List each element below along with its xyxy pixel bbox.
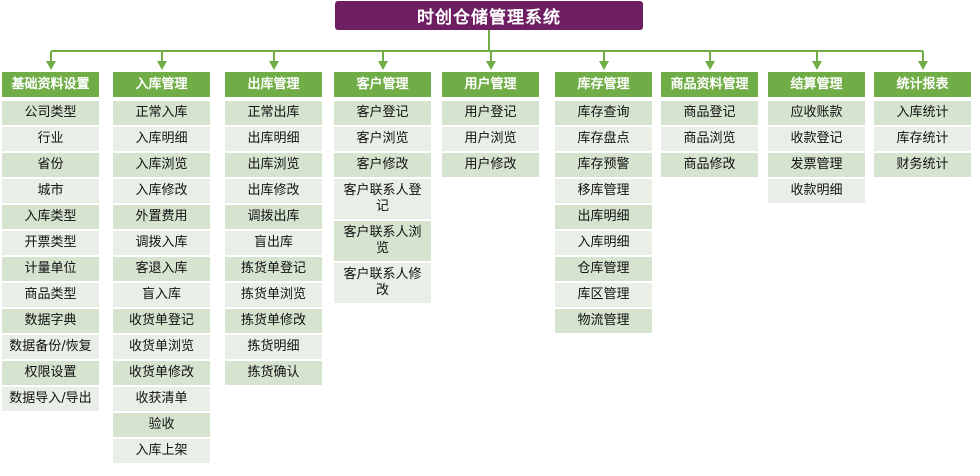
function-item[interactable]: 用户登记 [442, 101, 539, 125]
function-item[interactable]: 收货单浏览 [113, 335, 210, 359]
function-item[interactable]: 仓库管理 [555, 257, 652, 281]
function-item[interactable]: 收款登记 [768, 127, 865, 151]
function-item[interactable]: 物流管理 [555, 309, 652, 333]
function-item[interactable]: 数据备份/恢复 [2, 335, 99, 359]
function-item[interactable]: 发票管理 [768, 153, 865, 177]
function-item[interactable]: 公司类型 [2, 101, 99, 125]
function-item[interactable]: 收款明细 [768, 179, 865, 203]
connector-lines [46, 30, 928, 70]
function-item[interactable]: 商品类型 [2, 283, 99, 307]
function-item[interactable]: 库区管理 [555, 283, 652, 307]
function-item[interactable]: 客户浏览 [334, 127, 431, 151]
arrow-head-icon [378, 61, 388, 70]
function-item[interactable]: 入库明细 [113, 127, 210, 151]
function-item[interactable]: 盲入库 [113, 283, 210, 307]
function-item[interactable]: 拣货单浏览 [225, 283, 322, 307]
function-item[interactable]: 拣货明细 [225, 335, 322, 359]
function-item[interactable]: 收货单修改 [113, 361, 210, 385]
function-item[interactable]: 客户联系人登记 [334, 179, 431, 219]
module-header[interactable]: 客户管理 [334, 72, 431, 97]
arrow-head-icon [269, 61, 279, 70]
function-item[interactable]: 省份 [2, 153, 99, 177]
function-item[interactable]: 行业 [2, 127, 99, 151]
module-column: 客户管理客户登记客户浏览客户修改客户联系人登记客户联系人浏览客户联系人修改 [334, 72, 431, 303]
function-item[interactable]: 调拨出库 [225, 205, 322, 229]
module-column: 库存管理库存查询库存盘点库存预警移库管理出库明细入库明细仓库管理库区管理物流管理 [555, 72, 652, 333]
function-item[interactable]: 应收账款 [768, 101, 865, 125]
function-item[interactable]: 库存预警 [555, 153, 652, 177]
function-item[interactable]: 客户联系人修改 [334, 263, 431, 303]
function-item[interactable]: 外置费用 [113, 205, 210, 229]
function-item[interactable]: 出库明细 [225, 127, 322, 151]
module-header[interactable]: 统计报表 [874, 72, 971, 97]
function-item[interactable]: 拣货确认 [225, 361, 322, 385]
function-item[interactable]: 用户浏览 [442, 127, 539, 151]
function-item[interactable]: 客户联系人浏览 [334, 221, 431, 261]
module-header[interactable]: 结算管理 [768, 72, 865, 97]
function-item[interactable]: 城市 [2, 179, 99, 203]
function-item[interactable]: 出库明细 [555, 205, 652, 229]
module-header[interactable]: 入库管理 [113, 72, 210, 97]
function-item[interactable]: 用户修改 [442, 153, 539, 177]
function-item[interactable]: 盲出库 [225, 231, 322, 255]
module-header[interactable]: 商品资料管理 [661, 72, 758, 97]
function-item[interactable]: 调拨入库 [113, 231, 210, 255]
function-item[interactable]: 数据导入/导出 [2, 387, 99, 411]
module-column: 入库管理正常入库入库明细入库浏览入库修改外置费用调拨入库客退入库盲入库收货单登记… [113, 72, 210, 463]
function-item[interactable]: 入库浏览 [113, 153, 210, 177]
function-item[interactable]: 正常出库 [225, 101, 322, 125]
function-item[interactable]: 收获清单 [113, 387, 210, 411]
arrow-head-icon [705, 61, 715, 70]
function-item[interactable]: 库存统计 [874, 127, 971, 151]
module-header[interactable]: 用户管理 [442, 72, 539, 97]
module-column: 统计报表入库统计库存统计财务统计 [874, 72, 971, 177]
module-header[interactable]: 基础资料设置 [2, 72, 99, 97]
system-title: 时创仓储管理系统 [335, 1, 643, 30]
arrow-head-icon [918, 61, 928, 70]
function-item[interactable]: 拣货单登记 [225, 257, 322, 281]
function-item[interactable]: 库存查询 [555, 101, 652, 125]
function-item[interactable]: 入库修改 [113, 179, 210, 203]
function-item[interactable]: 开票类型 [2, 231, 99, 255]
module-column: 结算管理应收账款收款登记发票管理收款明细 [768, 72, 865, 203]
module-column: 用户管理用户登记用户浏览用户修改 [442, 72, 539, 177]
function-item[interactable]: 出库浏览 [225, 153, 322, 177]
function-item[interactable]: 收货单登记 [113, 309, 210, 333]
function-item[interactable]: 商品浏览 [661, 127, 758, 151]
function-item[interactable]: 入库类型 [2, 205, 99, 229]
function-item[interactable]: 客退入库 [113, 257, 210, 281]
function-item[interactable]: 正常入库 [113, 101, 210, 125]
module-header[interactable]: 出库管理 [225, 72, 322, 97]
function-item[interactable]: 计量单位 [2, 257, 99, 281]
function-item[interactable]: 客户登记 [334, 101, 431, 125]
function-item[interactable]: 商品修改 [661, 153, 758, 177]
arrow-head-icon [599, 61, 609, 70]
arrow-head-icon [157, 61, 167, 70]
function-item[interactable]: 入库上架 [113, 439, 210, 463]
function-item[interactable]: 数据字典 [2, 309, 99, 333]
function-item[interactable]: 验收 [113, 413, 210, 437]
function-item[interactable]: 库存盘点 [555, 127, 652, 151]
arrow-head-icon [46, 61, 56, 70]
function-item[interactable]: 权限设置 [2, 361, 99, 385]
function-item[interactable]: 移库管理 [555, 179, 652, 203]
arrow-head-icon [812, 61, 822, 70]
function-item[interactable]: 财务统计 [874, 153, 971, 177]
module-header[interactable]: 库存管理 [555, 72, 652, 97]
function-item[interactable]: 入库明细 [555, 231, 652, 255]
module-column: 商品资料管理商品登记商品浏览商品修改 [661, 72, 758, 177]
module-column: 基础资料设置公司类型行业省份城市入库类型开票类型计量单位商品类型数据字典数据备份… [2, 72, 99, 411]
arrow-head-icon [486, 61, 496, 70]
function-item[interactable]: 客户修改 [334, 153, 431, 177]
function-item[interactable]: 商品登记 [661, 101, 758, 125]
function-item[interactable]: 出库修改 [225, 179, 322, 203]
module-column: 出库管理正常出库出库明细出库浏览出库修改调拨出库盲出库拣货单登记拣货单浏览拣货单… [225, 72, 322, 385]
function-item[interactable]: 入库统计 [874, 101, 971, 125]
function-item[interactable]: 拣货单修改 [225, 309, 322, 333]
